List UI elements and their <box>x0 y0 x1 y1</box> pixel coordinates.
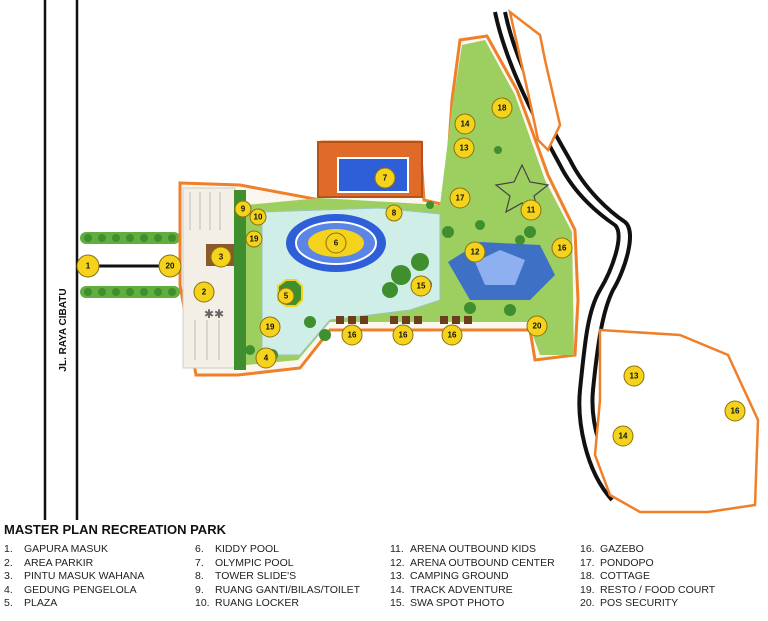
svg-text:9: 9 <box>241 205 246 214</box>
legend-item: 15.SWA SPOT PHOTO <box>390 597 505 609</box>
legend-item: 10.RUANG LOCKER <box>195 597 300 609</box>
legend-item: 6.KIDDY POOL <box>195 543 279 555</box>
marker-20-security: 20 <box>526 315 548 337</box>
legend-item: 11.ARENA OUTBOUND KIDS <box>390 543 537 555</box>
marker-16-a: 16 <box>341 324 363 346</box>
svg-text:18: 18 <box>498 104 507 113</box>
marker-7: 7 <box>374 167 396 189</box>
legend-column-4: 16.GAZEBO 17.PONDOPO 18.COTTAGE 19.RESTO… <box>580 543 715 611</box>
svg-text:3: 3 <box>219 253 224 262</box>
legend-item: 14.TRACK ADVENTURE <box>390 583 513 596</box>
legend-item: 3.PINTU MASUK WAHANA <box>4 570 145 582</box>
svg-text:14: 14 <box>461 120 470 129</box>
legend-item: 4.GEDUNG PENGELOLA <box>4 583 137 596</box>
svg-text:19: 19 <box>250 235 259 244</box>
marker-13-lower: 13 <box>623 365 645 387</box>
svg-text:17: 17 <box>456 194 465 203</box>
marker-2: 2 <box>193 281 215 303</box>
marker-12: 12 <box>464 241 486 263</box>
svg-text:6: 6 <box>334 239 339 248</box>
marker-14-top: 14 <box>454 113 476 135</box>
marker-16-d: 16 <box>551 237 573 259</box>
marker-16-b: 16 <box>392 324 414 346</box>
legend-item: 7.OLYMPIC POOL <box>195 556 294 569</box>
marker-15: 15 <box>410 275 432 297</box>
legend-item: 8.TOWER SLIDE'S <box>195 570 297 582</box>
marker-8: 8 <box>385 204 403 222</box>
marker-17: 17 <box>449 187 471 209</box>
legend-column-2: 6.KIDDY POOL 7.OLYMPIC POOL 8.TOWER SLID… <box>195 543 360 611</box>
svg-text:2: 2 <box>202 288 207 297</box>
svg-text:15: 15 <box>417 282 426 291</box>
svg-text:5: 5 <box>284 292 289 301</box>
entry-green-strip <box>234 190 246 370</box>
legend-item: 17.PONDOPO <box>580 556 654 569</box>
legend-item: 16.GAZEBO <box>580 543 644 555</box>
marker-9: 9 <box>234 200 252 218</box>
road-label: JL. RAYA CIBATU <box>58 288 69 371</box>
entrance-hedges <box>80 232 180 298</box>
legend-item: 12.ARENA OUTBOUND CENTER <box>390 556 555 569</box>
svg-text:4: 4 <box>264 354 269 363</box>
svg-text:13: 13 <box>630 372 639 381</box>
legend-item: 5.PLAZA <box>4 597 58 609</box>
legend-item: 19.RESTO / FOOD COURT <box>580 583 716 596</box>
olympic-pool <box>337 157 409 193</box>
svg-text:11: 11 <box>527 206 536 215</box>
marker-11: 11 <box>520 199 542 221</box>
legend-item: 20.POS SECURITY <box>580 597 679 609</box>
marker-20-gate: 20 <box>158 254 182 278</box>
site-map: JL. RAYA CIBATU ✱✱ <box>43 0 760 520</box>
marker-1: 1 <box>76 254 100 278</box>
svg-text:13: 13 <box>460 144 469 153</box>
svg-text:16: 16 <box>448 331 457 340</box>
legend-item: 18.COTTAGE <box>580 570 650 582</box>
svg-text:19: 19 <box>266 323 275 332</box>
marker-5: 5 <box>277 287 295 305</box>
svg-text:16: 16 <box>558 244 567 253</box>
svg-text:12: 12 <box>471 248 480 257</box>
marker-6: 6 <box>325 232 347 254</box>
legend-item: 1.GAPURA MASUK <box>4 543 109 555</box>
svg-text:16: 16 <box>399 331 408 340</box>
marker-13-top: 13 <box>453 137 475 159</box>
marker-16-c: 16 <box>441 324 463 346</box>
site-boundary-top-right <box>508 8 562 153</box>
legend-column-3: 11.ARENA OUTBOUND KIDS 12.ARENA OUTBOUND… <box>390 543 555 611</box>
marker-16-lower: 16 <box>724 400 746 422</box>
legend-item: 13.CAMPING GROUND <box>390 570 509 582</box>
marker-18: 18 <box>491 97 513 119</box>
svg-text:8: 8 <box>392 209 397 218</box>
marker-19-top: 19 <box>245 230 263 248</box>
parking-lines <box>189 192 221 360</box>
svg-text:16: 16 <box>731 407 740 416</box>
outbound-center-inner <box>475 250 525 285</box>
svg-text:14: 14 <box>619 432 628 441</box>
svg-text:10: 10 <box>254 213 263 222</box>
parking-stars: ✱✱ <box>204 307 224 321</box>
svg-text:1: 1 <box>86 262 91 271</box>
legend-item: 2.AREA PARKIR <box>4 556 94 569</box>
marker-10: 10 <box>249 208 267 226</box>
markers: 1 20 3 2 9 10 19 5 19 4 7 6 8 15 16 16 1… <box>76 97 746 447</box>
legend-item: 9.RUANG GANTI/BILAS/TOILET <box>195 583 361 596</box>
gazebo-row <box>336 316 472 324</box>
marker-4: 4 <box>255 347 277 369</box>
marker-3: 3 <box>210 246 232 268</box>
outbound-kids <box>494 163 550 214</box>
svg-text:20: 20 <box>533 322 542 331</box>
legend-title: MASTER PLAN RECREATION PARK <box>4 522 226 537</box>
svg-text:16: 16 <box>348 331 357 340</box>
legend: MASTER PLAN RECREATION PARK 1.GAPURA MAS… <box>0 520 768 621</box>
svg-text:7: 7 <box>383 174 388 183</box>
legend-column-1: 1.GAPURA MASUK 2.AREA PARKIR 3.PINTU MAS… <box>4 543 144 611</box>
marker-19-bottom: 19 <box>259 316 281 338</box>
svg-text:20: 20 <box>166 262 175 271</box>
parking-area <box>182 187 236 369</box>
marker-14-lower: 14 <box>612 425 634 447</box>
